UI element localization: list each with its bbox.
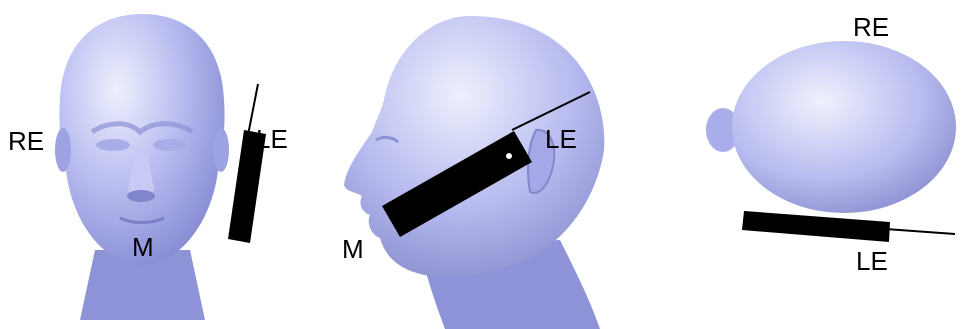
side-phone-dot <box>506 153 512 159</box>
front-nostrils <box>127 190 155 202</box>
top-label-re: RE <box>853 12 889 42</box>
top-head <box>732 41 956 213</box>
top-phone <box>742 211 890 242</box>
side-view: LE M <box>342 16 604 329</box>
side-label-le: LE <box>545 124 577 154</box>
front-label-m: M <box>132 232 154 262</box>
top-label-le: LE <box>856 246 888 276</box>
front-view: RE LE M <box>8 14 288 320</box>
front-right-ear <box>55 128 71 172</box>
side-label-m: M <box>342 234 364 264</box>
front-head <box>59 14 224 266</box>
front-label-le: LE <box>256 124 288 154</box>
top-view: RE LE <box>706 12 956 276</box>
front-eye-right <box>96 139 130 151</box>
top-phone-antenna <box>885 229 955 234</box>
front-label-re: RE <box>8 126 44 156</box>
front-left-ear <box>213 128 229 172</box>
front-eye-left <box>153 139 187 151</box>
